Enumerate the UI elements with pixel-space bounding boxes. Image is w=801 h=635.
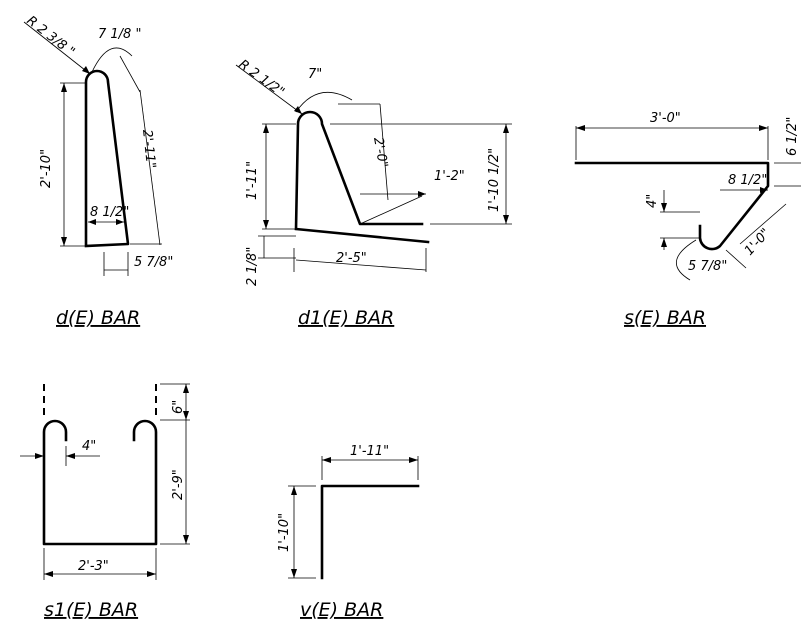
bar-d-e-shape [84,69,130,248]
bar-s-e-hook-drop-label: 4" [645,194,660,208]
bar-s1-e-title: s1(E) BAR [44,599,138,621]
bar-s1-e-height-label: 2'-9" [171,469,186,500]
bar-d1-e-bottom-left-label: 2 1/8" [245,247,260,286]
bar-d-e-bottom-outer-label: 5 7/8" [134,255,173,270]
bar-v-e-title: v(E) BAR [300,599,383,621]
bar-s-e: 3'-0" 6 1/2" 8 1/2" 4" 5 7/8" 1'-0" s(E)… [574,111,801,329]
bar-d1-e-radius-label: R 2 1/2" [236,57,287,100]
bar-s-e-hook-width-label: 8 1/2" [728,173,767,188]
bar-s1-e-hook-gap-label: 4" [82,439,96,454]
bar-s1-e-hook-top-label: 6" [171,400,186,414]
bar-d-e-leg-left-label: 2'-10" [39,149,54,188]
bar-s1-e-arrowheads [35,384,189,577]
bar-d1-e-height-right-label: 1'-10 1/2" [487,148,502,212]
bar-d-e-bottom-inner-label: 8 1/2" [90,205,129,220]
bar-s-e-top-length-label: 3'-0" [650,111,681,126]
bar-d-e-title: d(E) BAR [56,307,140,329]
bar-d1-e-foot-label: 1'-2" [434,169,465,184]
bar-s-e-hook-diag-label: 1'-0" [742,226,774,259]
bar-s1-e-dimension-lines [20,383,190,580]
bar-v-e-dimension-lines [288,456,419,579]
bar-s-e-right-height-label: 6 1/2" [785,117,800,156]
bar-d1-e: R 2 1/2" 7" 1'-11" 2'-0" 1'-2" 1'-10 1/2… [236,57,512,329]
bar-v-e-leg-vertical-label: 1'-10" [277,513,292,552]
bar-v-e-shape [320,484,420,580]
bar-s-e-arrowheads [576,125,768,247]
bar-d-e: R 2 3/8 " 7 1/8 " 2'-10" 2'-11" 8 1/2" 5… [24,13,174,329]
bar-v-e: 1'-11" 1'-10" v(E) BAR [277,444,420,621]
bar-v-e-leg-horizontal-label: 1'-11" [350,444,389,459]
bar-d-e-radius-label: R 2 3/8 " [24,13,78,60]
bar-d1-e-top-width-label: 7" [308,67,322,82]
bar-s1-e: 6" 4" 2'-9" 2'-3" s1(E) BAR [20,383,190,621]
bar-d1-e-diag-label: 2'-0" [370,136,390,169]
bar-s-e-shape [574,161,770,251]
bar-s1-e-shape [42,419,158,546]
bar-d-e-dimension-lines [23,21,162,276]
bar-s-e-dimension-lines [575,126,801,281]
bar-d1-e-shape [294,110,430,244]
bar-d-e-top-width-label: 7 1/8 " [98,27,141,42]
bar-d1-e-dimension-lines [235,64,512,272]
bar-s-e-title: s(E) BAR [624,307,706,329]
bar-s1-e-width-label: 2'-3" [78,559,109,574]
bar-d-e-arrowheads [61,66,124,246]
bar-d-e-leg-right-label: 2'-11" [139,129,158,169]
bar-d1-e-leg-left-label: 1'-11" [245,161,260,200]
bar-d1-e-bottom-length-label: 2'-5" [336,251,367,266]
bar-d1-e-arrowheads [263,106,509,229]
bar-s-e-hook-arc-label: 5 7/8" [688,259,727,274]
bar-d1-e-title: d1(E) BAR [298,307,394,329]
bar-v-e-arrowheads [291,457,418,578]
